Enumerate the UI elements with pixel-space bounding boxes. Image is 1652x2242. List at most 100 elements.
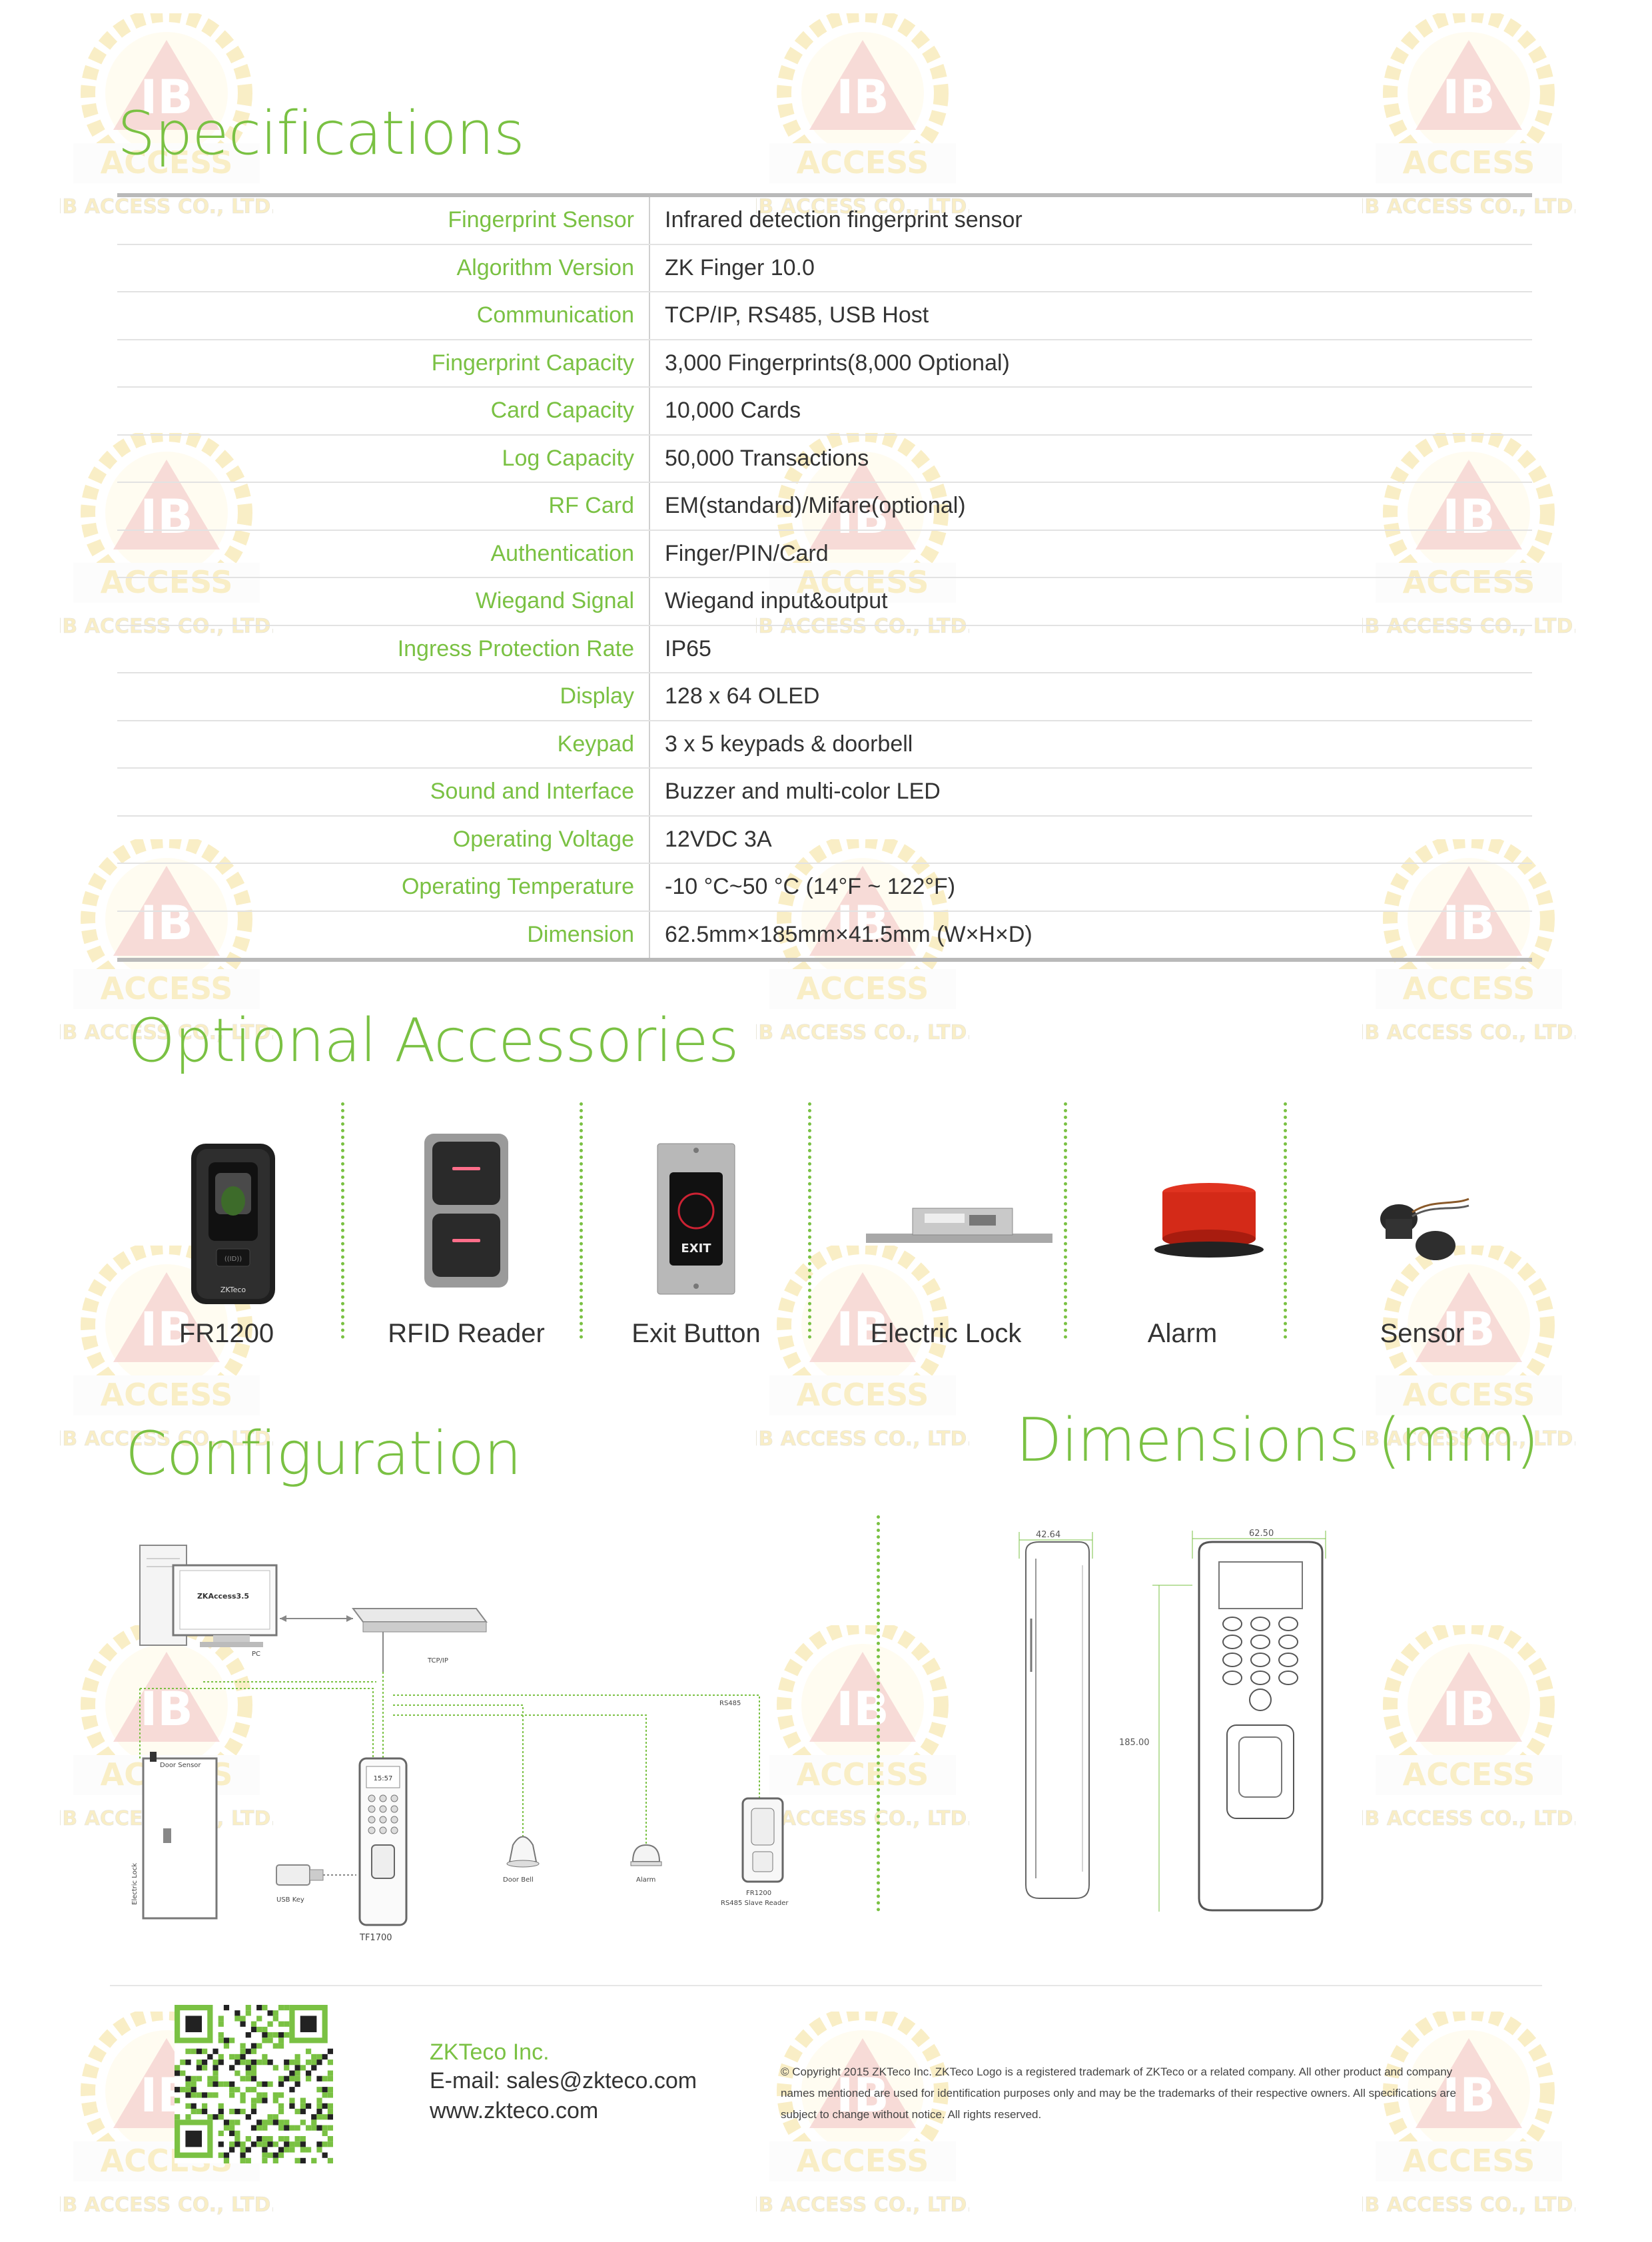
svg-text:((ID)): ((ID))	[224, 1256, 242, 1263]
svg-text:IB: IB	[836, 1682, 889, 1736]
svg-text:ACCESS: ACCESS	[1403, 2143, 1535, 2179]
device-time: 15:57	[374, 1775, 393, 1782]
spec-label: Ingress Protection Rate	[117, 625, 650, 672]
width-label: 62.50	[1249, 1529, 1274, 1539]
spec-value: -10 °C~50 °C (14°F ~ 122°F)	[665, 874, 956, 900]
spec-value: Finger/PIN/Card	[665, 540, 829, 566]
spec-row: Fingerprint Capacity 3,000 Fingerprints(8…	[117, 340, 1532, 388]
svg-text:ACCESS: ACCESS	[101, 1377, 233, 1413]
svg-text:IB ACCESS CO., LTD.: IB ACCESS CO., LTD.	[756, 1427, 969, 1451]
svg-text:IB: IB	[836, 490, 889, 544]
alarm-label: Alarm	[636, 1876, 655, 1884]
svg-text:IB ACCESS CO., LTD.: IB ACCESS CO., LTD.	[756, 2193, 969, 2217]
electric-lock-label: Electric Lock	[131, 1863, 139, 1905]
svg-text:IB: IB	[1442, 2068, 1495, 2123]
footer-copyright: © Copyright 2015 ZKTeco Inc. ZKTeco Logo…	[781, 2061, 1533, 2125]
fr1200-brand: ZKTeco	[220, 1286, 246, 1294]
door-bell-label: Door Bell	[503, 1876, 534, 1884]
rs485-label: RS485	[719, 1700, 741, 1707]
svg-text:IB: IB	[140, 896, 193, 950]
spec-row: Communication TCP/IP, RS485, USB Host	[117, 292, 1532, 340]
svg-text:IB ACCESS CO., LTD.: IB ACCESS CO., LTD.	[60, 615, 273, 638]
spec-label: Fingerprint Capacity	[117, 340, 650, 386]
spec-label: Keypad	[117, 721, 650, 767]
pc-label: PC	[252, 1651, 260, 1658]
spec-value: 3 x 5 keypads & doorbell	[665, 731, 913, 757]
spec-label: Operating Voltage	[117, 816, 650, 863]
configuration-title: Configuration	[125, 1419, 522, 1489]
svg-text:IB ACCESS CO., LTD.: IB ACCESS CO., LTD.	[1362, 1427, 1575, 1451]
spec-label: Algorithm Version	[117, 244, 650, 291]
height-label: 185.00	[1119, 1738, 1150, 1748]
depth-label: 42.64	[1036, 1530, 1060, 1540]
svg-text:IB ACCESS CO., LTD.: IB ACCESS CO., LTD.	[1362, 1807, 1575, 1830]
spec-value: TCP/IP, RS485, USB Host	[665, 302, 929, 328]
copyright-line: © Copyright 2015 ZKTeco Inc. ZKTeco Logo…	[781, 2065, 1453, 2078]
svg-text:ACCESS: ACCESS	[797, 564, 929, 600]
svg-text:IB ACCESS CO., LTD.: IB ACCESS CO., LTD.	[756, 1021, 969, 1044]
spec-row: Keypad 3 x 5 keypads & doorbell	[117, 721, 1532, 769]
spec-label: Dimension	[117, 911, 650, 958]
reader-desc-label: RS485 Slave Reader	[721, 1900, 789, 1907]
spec-label: Fingerprint Sensor	[117, 197, 650, 244]
footer-website[interactable]: www.zkteco.com	[430, 2098, 599, 2123]
svg-text:IB: IB	[1442, 1302, 1495, 1357]
dimensions-diagram: 42.64 62.50 185.00	[1019, 1529, 1326, 1912]
svg-text:IB ACCESS CO., LTD.: IB ACCESS CO., LTD.	[60, 195, 273, 218]
spec-label: Log Capacity	[117, 435, 650, 482]
electric-lock-image	[866, 1208, 1052, 1243]
svg-text:IB ACCESS CO., LTD.: IB ACCESS CO., LTD.	[60, 1427, 273, 1451]
svg-text:IB ACCESS CO., LTD.: IB ACCESS CO., LTD.	[756, 615, 969, 638]
spec-label: RF Card	[117, 483, 650, 530]
spec-row: Log Capacity 50,000 Transactions	[117, 435, 1532, 483]
watermark-logo: IB ACCESS IB ACCESS CO., LTD.	[756, 433, 969, 638]
svg-text:ACCESS: ACCESS	[1403, 564, 1535, 600]
accessory-separator	[808, 1102, 811, 1339]
svg-text:IB: IB	[836, 70, 889, 125]
svg-text:IB: IB	[140, 1302, 193, 1357]
dimensions-title: Dimensions (mm)	[1016, 1405, 1539, 1475]
svg-text:ACCESS: ACCESS	[1403, 970, 1535, 1006]
reader-name-label: FR1200	[746, 1890, 771, 1897]
svg-text:IB: IB	[836, 1302, 889, 1357]
svg-text:ACCESS: ACCESS	[797, 1377, 929, 1413]
svg-text:IB ACCESS CO., LTD.: IB ACCESS CO., LTD.	[1362, 195, 1575, 218]
sensor-image	[1380, 1198, 1469, 1260]
accessory-label-rfid-reader: RFID Reader	[388, 1319, 545, 1348]
spec-value: 3,000 Fingerprints(8,000 Optional)	[665, 350, 1010, 376]
copyright-line: subject to change without notice. All ri…	[781, 2108, 1042, 2121]
usb-key-label: USB Key	[276, 1896, 304, 1904]
pc-icon	[139, 1545, 278, 1647]
specifications-title: Specifications	[117, 99, 525, 169]
fr1200-image: ((ID)) ZKTeco	[191, 1144, 275, 1304]
svg-text:IB: IB	[140, 1682, 193, 1736]
qr-code	[175, 2005, 333, 2163]
footer-email[interactable]: E-mail: sales@zkteco.com	[430, 2068, 697, 2093]
accessory-separator	[580, 1102, 583, 1339]
svg-text:IB ACCESS CO., LTD.: IB ACCESS CO., LTD.	[1362, 1021, 1575, 1044]
svg-text:ACCESS: ACCESS	[797, 2143, 929, 2179]
alarm-image	[1154, 1183, 1264, 1258]
spec-label: Communication	[117, 292, 650, 339]
accessories-title: Optional Accessories	[128, 1006, 739, 1076]
door-sensor-label: Door Sensor	[160, 1762, 201, 1769]
spec-value: 50,000 Transactions	[665, 445, 869, 471]
svg-text:IB: IB	[140, 490, 193, 544]
exit-label: EXIT	[681, 1242, 711, 1256]
svg-text:IB ACCESS CO., LTD.: IB ACCESS CO., LTD.	[60, 2193, 273, 2217]
